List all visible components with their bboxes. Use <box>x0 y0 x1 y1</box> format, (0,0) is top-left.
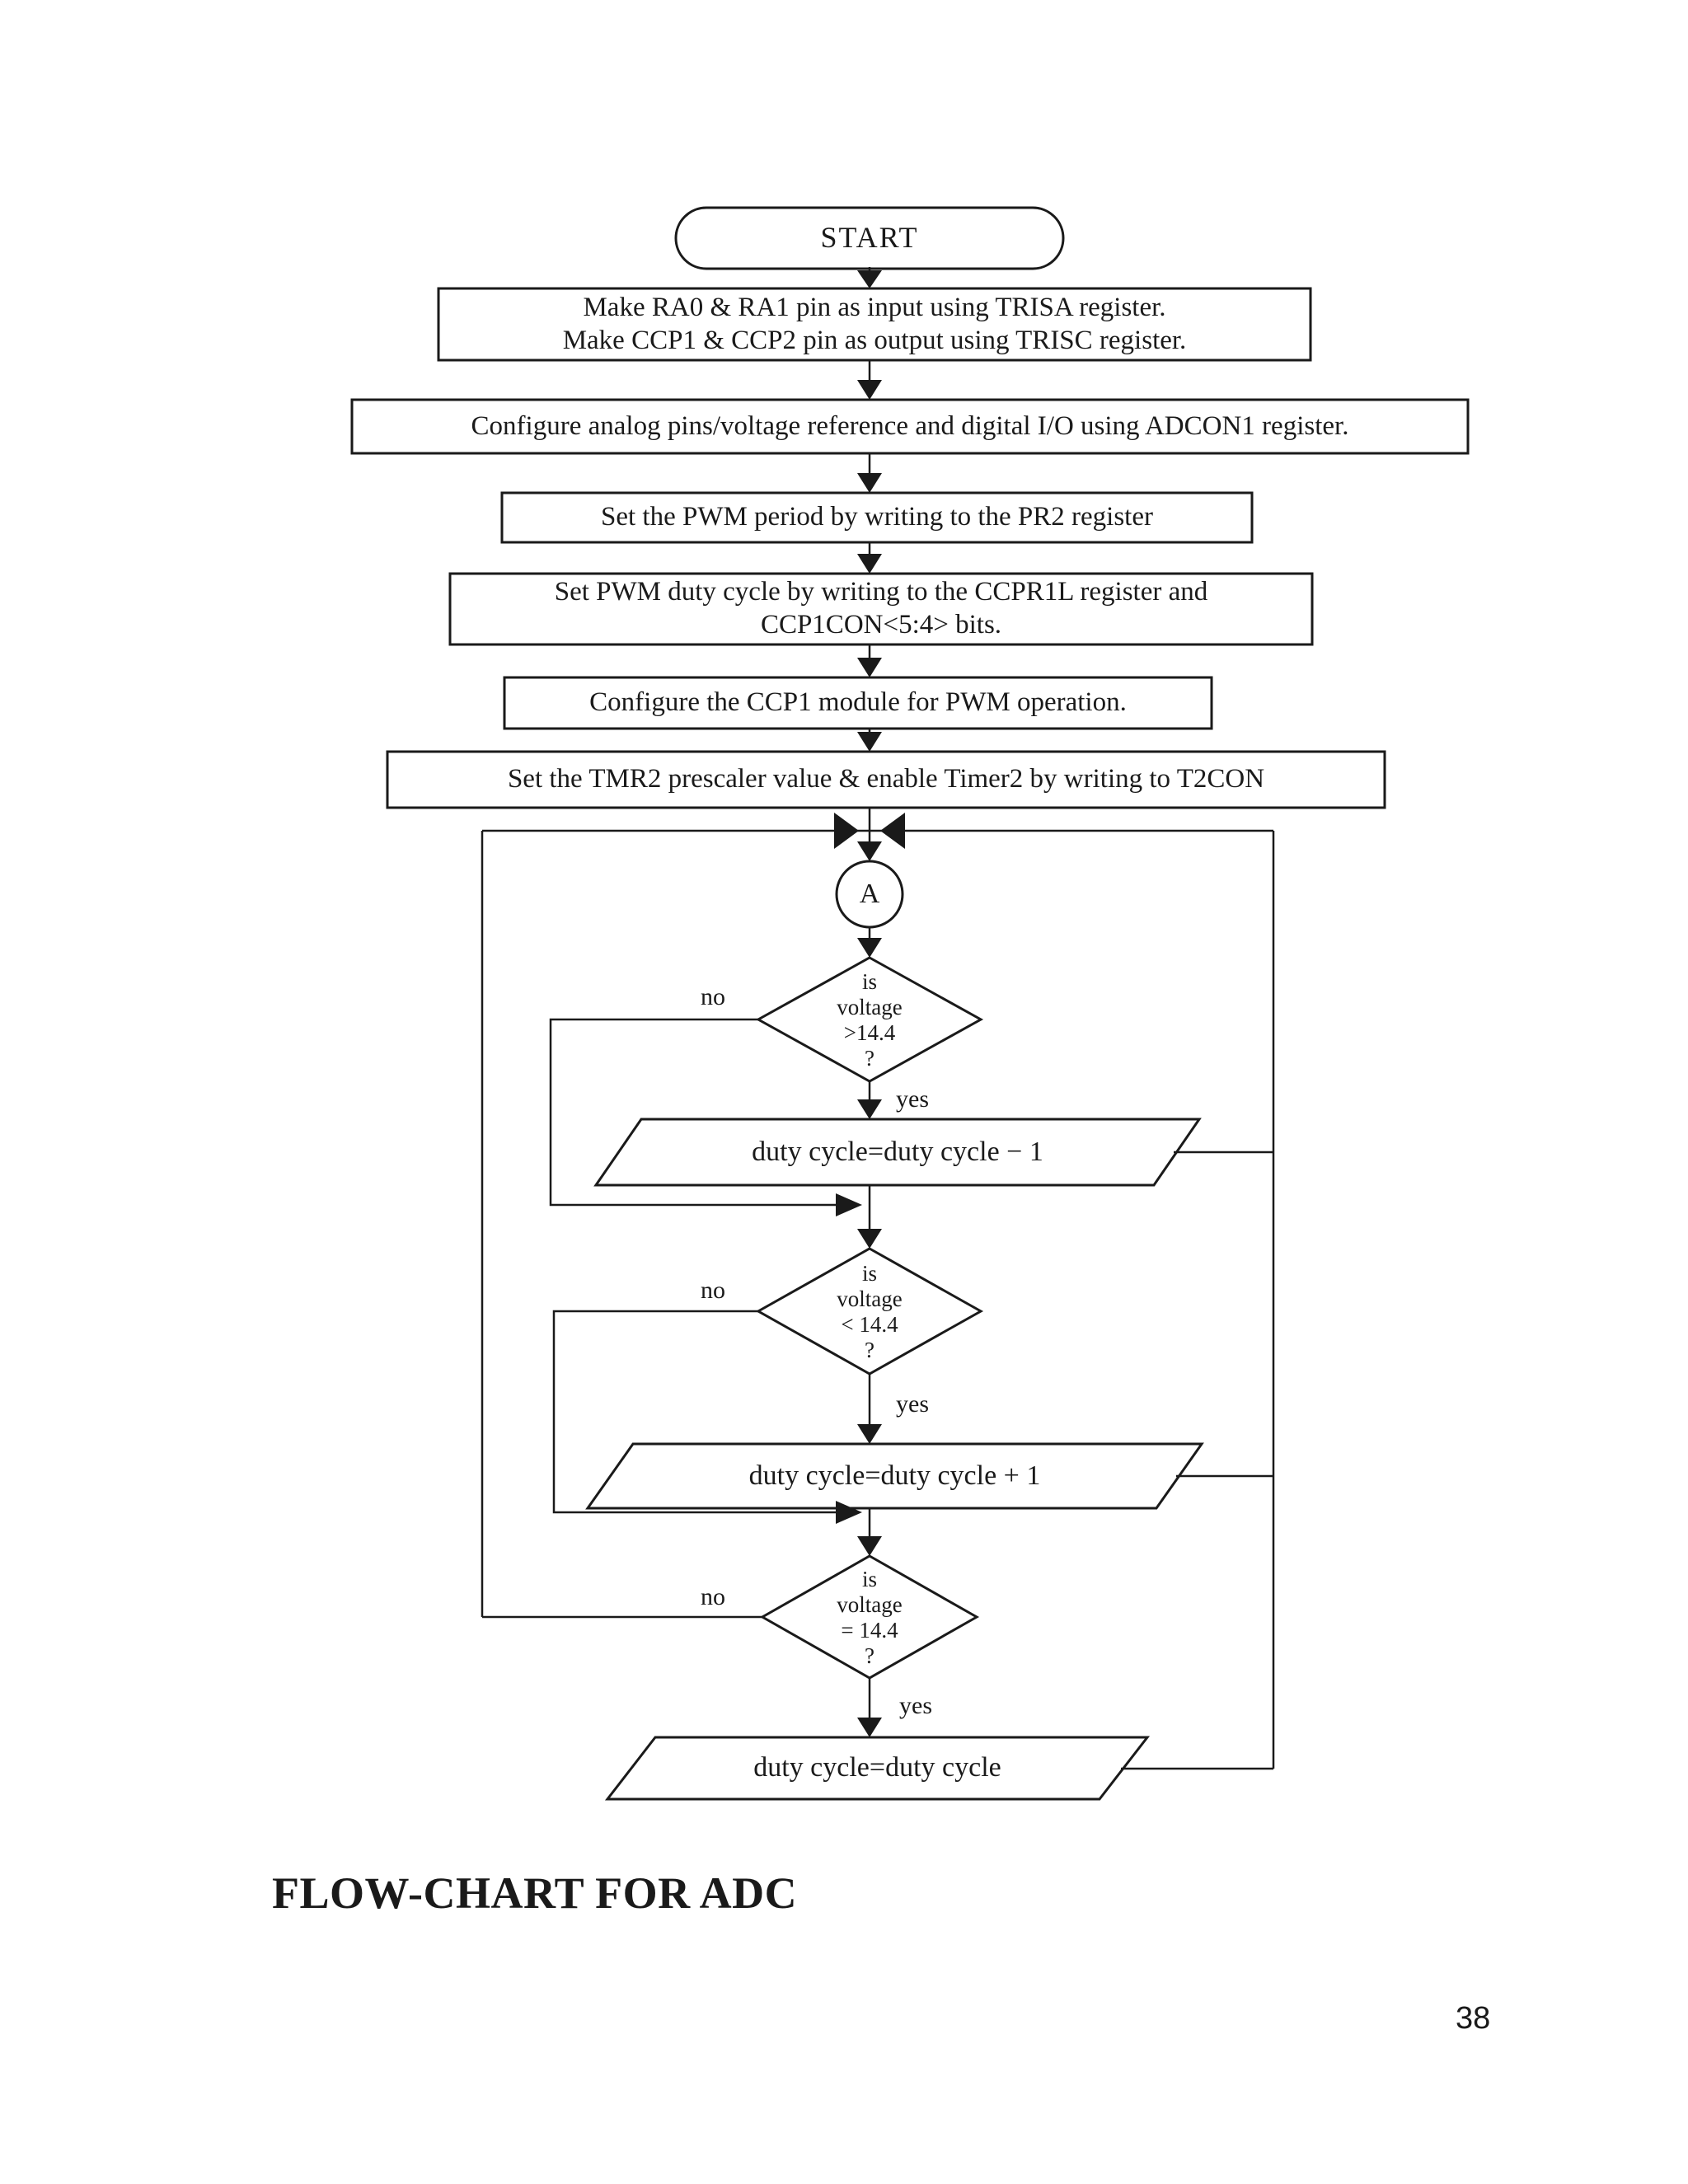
arrow-down-icon <box>857 380 882 400</box>
decision3-line4: ? <box>865 1643 874 1668</box>
arrow-down-icon <box>857 1424 882 1444</box>
arrow-right-icon <box>836 1501 862 1524</box>
output3-parallelogram-shape <box>604 1736 1151 1801</box>
output2-parallelogram-shape <box>585 1442 1204 1510</box>
process-box4-line1: Set PWM duty cycle by writing to the CCP… <box>554 577 1208 607</box>
connector-a-label: A <box>859 878 880 909</box>
decision1-label: is voltage >14.4 ? <box>787 969 952 1071</box>
arrow-down-icon <box>857 473 882 493</box>
process-box5-label: Configure the CCP1 module for PWM operat… <box>589 687 1127 718</box>
process-box1-line1: Make RA0 & RA1 pin as input using TRISA … <box>583 292 1166 322</box>
process-box5-shape <box>503 676 1213 730</box>
arrow-down-icon <box>857 1229 882 1249</box>
decision1-line2: voltage <box>837 995 903 1019</box>
arrow-down-icon <box>857 658 882 677</box>
decision2-line2: voltage <box>837 1286 903 1311</box>
arrow-down-icon <box>857 841 882 861</box>
decision1-no-line <box>549 1018 836 1207</box>
output1-label: duty cycle=duty cycle − 1 <box>752 1136 1043 1167</box>
process-box4-shape <box>448 572 1314 646</box>
arrow-down-icon <box>857 1536 882 1556</box>
process-box4-line2: CCP1CON<5:4> bits. <box>760 610 1002 640</box>
arrow-down-icon <box>857 938 882 958</box>
decision3-yes-label: yes <box>899 1692 932 1719</box>
process-box1-shape <box>437 287 1312 362</box>
decision2-line3: < 14.4 <box>841 1312 898 1337</box>
process-box1-label: Make RA0 & RA1 pin as input using TRISA … <box>438 288 1311 360</box>
process-box3-label: Set the PWM period by writing to the PR2… <box>600 502 1153 532</box>
process-box6-shape <box>386 750 1386 809</box>
decision2-line4: ? <box>865 1338 874 1362</box>
process-box1-line2: Make CCP1 & CCP2 pin as output using TRI… <box>562 325 1187 355</box>
decision1-line3: >14.4 <box>843 1020 896 1045</box>
output1-parallelogram-shape <box>593 1118 1202 1187</box>
decision2-yes-label: yes <box>896 1390 929 1418</box>
page-number: 38 <box>1456 2001 1491 2036</box>
decision3-label: is voltage = 14.4 ? <box>787 1567 952 1669</box>
decision3-no-label: no <box>701 1583 725 1610</box>
arrow-right-icon <box>834 813 859 849</box>
decision2-no-label: no <box>701 1277 725 1304</box>
arrow-down-icon <box>857 1718 882 1737</box>
process-box3-shape <box>500 491 1254 544</box>
arrow-left-icon <box>880 813 905 849</box>
decision2-line1: is <box>861 1261 877 1286</box>
arrow-down-icon <box>857 732 882 752</box>
arrow-right-icon <box>836 1193 862 1216</box>
page-title: FLOW-CHART FOR ADC <box>272 1868 798 1918</box>
decision3-line1: is <box>861 1567 877 1591</box>
process-box6-label: Set the TMR2 prescaler value & enable Ti… <box>507 764 1265 794</box>
output2-label: duty cycle=duty cycle + 1 <box>748 1460 1041 1491</box>
decision3-line3: = 14.4 <box>841 1618 898 1643</box>
arrow-down-icon <box>857 554 882 574</box>
arrow-down-icon <box>857 1099 882 1119</box>
decision1-yes-label: yes <box>896 1085 929 1113</box>
arrow-down-icon <box>857 270 882 288</box>
decision1-line4: ? <box>865 1046 874 1071</box>
decision2-label: is voltage < 14.4 ? <box>787 1260 952 1364</box>
start-label: START <box>820 221 919 255</box>
decision3-line2: voltage <box>837 1592 903 1617</box>
decision1-no-label: no <box>701 983 725 1010</box>
process-box2-shape <box>350 398 1470 455</box>
decision2-no-line <box>552 1310 836 1514</box>
process-box2-label: Configure analog pins/voltage reference … <box>471 410 1349 441</box>
output3-label: duty cycle=duty cycle <box>753 1752 1001 1783</box>
process-box4-label: Set PWM duty cycle by writing to the CCP… <box>450 574 1312 644</box>
decision1-line1: is <box>861 969 877 994</box>
